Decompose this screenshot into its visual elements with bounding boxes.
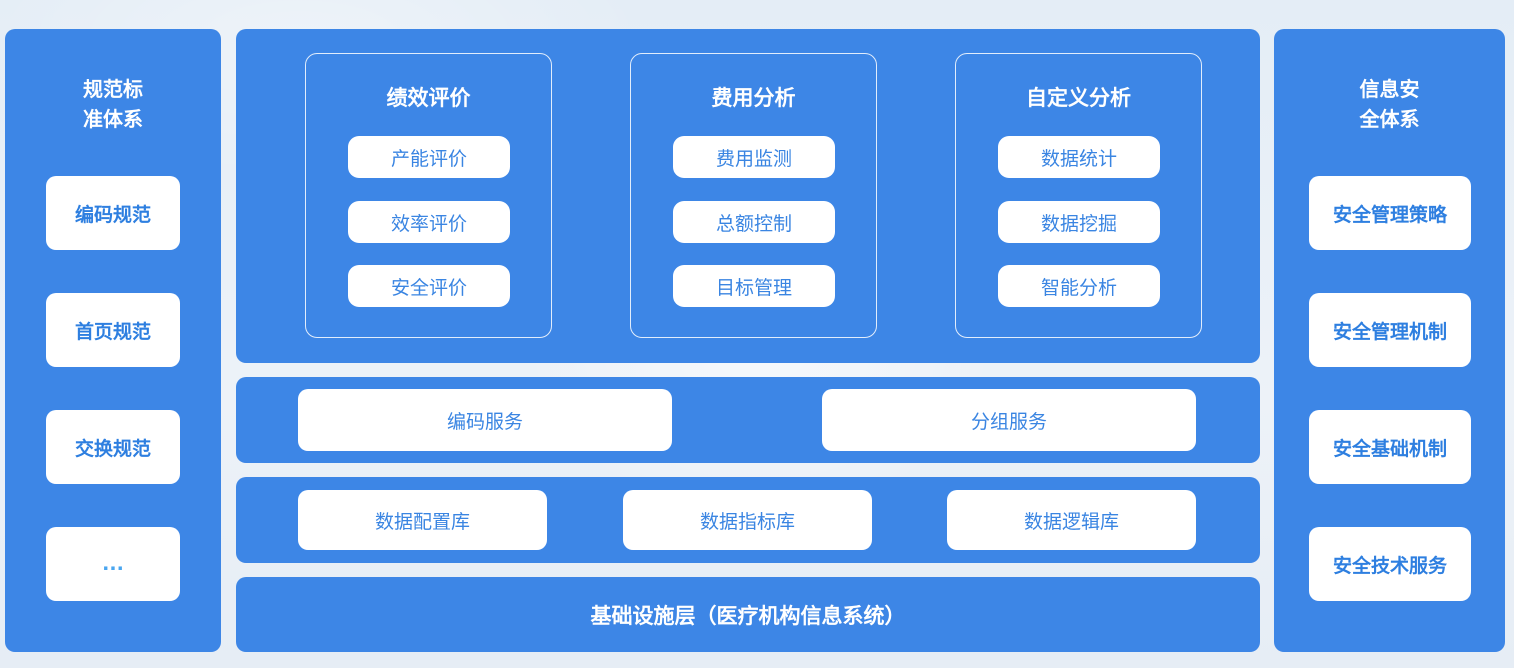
standards-system-title: 规范标 准体系	[5, 74, 221, 134]
grouping-service-button[interactable]: 分组服务	[822, 389, 1196, 451]
security-policy-button[interactable]: 安全管理策略	[1309, 176, 1471, 250]
performance-evaluation-card: 绩效评价 产能评价 效率评价 安全评价	[305, 53, 552, 338]
security-title-line-1: 信息安	[1359, 77, 1420, 101]
custom-analysis-card: 自定义分析 数据统计 数据挖掘 智能分析	[955, 53, 1202, 338]
efficiency-evaluation-button[interactable]: 效率评价	[348, 201, 510, 243]
data-mining-button[interactable]: 数据挖掘	[998, 201, 1160, 243]
cost-monitoring-button[interactable]: 费用监测	[673, 136, 835, 178]
homepage-standard-button[interactable]: 首页规范	[46, 293, 180, 367]
infrastructure-layer-panel[interactable]: 基础设施层（医疗机构信息系统）	[236, 577, 1260, 652]
data-indicator-store-button[interactable]: 数据指标库	[623, 490, 872, 550]
standards-system-panel: 规范标 准体系 编码规范 首页规范 交换规范 ...	[5, 29, 221, 652]
more-standards-button[interactable]: ...	[46, 527, 180, 601]
coding-standard-button[interactable]: 编码规范	[46, 176, 180, 250]
security-mechanism-button[interactable]: 安全管理机制	[1309, 293, 1471, 367]
data-statistics-button[interactable]: 数据统计	[998, 136, 1160, 178]
security-title-line-2: 全体系	[1359, 107, 1420, 131]
data-layer-panel: 数据配置库 数据指标库 数据逻辑库	[236, 477, 1260, 563]
custom-analysis-title: 自定义分析	[1026, 86, 1131, 110]
smart-analysis-button[interactable]: 智能分析	[998, 265, 1160, 307]
safety-evaluation-button[interactable]: 安全评价	[348, 265, 510, 307]
capacity-evaluation-button[interactable]: 产能评价	[348, 136, 510, 178]
total-control-button[interactable]: 总额控制	[673, 201, 835, 243]
cost-analysis-card: 费用分析 费用监测 总额控制 目标管理	[630, 53, 877, 338]
infrastructure-layer-label: 基础设施层（医疗机构信息系统）	[590, 603, 906, 628]
standards-title-line-2: 准体系	[83, 107, 143, 131]
cost-analysis-title: 费用分析	[711, 86, 796, 110]
security-tech-service-button[interactable]: 安全技术服务	[1309, 527, 1471, 601]
service-layer-panel: 编码服务 分组服务	[236, 377, 1260, 463]
standards-title-line-1: 规范标	[83, 77, 143, 101]
exchange-standard-button[interactable]: 交换规范	[46, 410, 180, 484]
data-config-store-button[interactable]: 数据配置库	[298, 490, 547, 550]
security-system-title: 信息安 全体系	[1274, 74, 1505, 134]
data-logic-store-button[interactable]: 数据逻辑库	[947, 490, 1196, 550]
security-basic-mechanism-button[interactable]: 安全基础机制	[1309, 410, 1471, 484]
security-system-panel: 信息安 全体系 安全管理策略 安全管理机制 安全基础机制 安全技术服务	[1274, 29, 1505, 652]
coding-service-button[interactable]: 编码服务	[298, 389, 672, 451]
target-management-button[interactable]: 目标管理	[673, 265, 835, 307]
analysis-layer-panel: 绩效评价 产能评价 效率评价 安全评价 费用分析 费用监测 总额控制 目标管理 …	[236, 29, 1260, 363]
performance-evaluation-title: 绩效评价	[386, 86, 471, 110]
